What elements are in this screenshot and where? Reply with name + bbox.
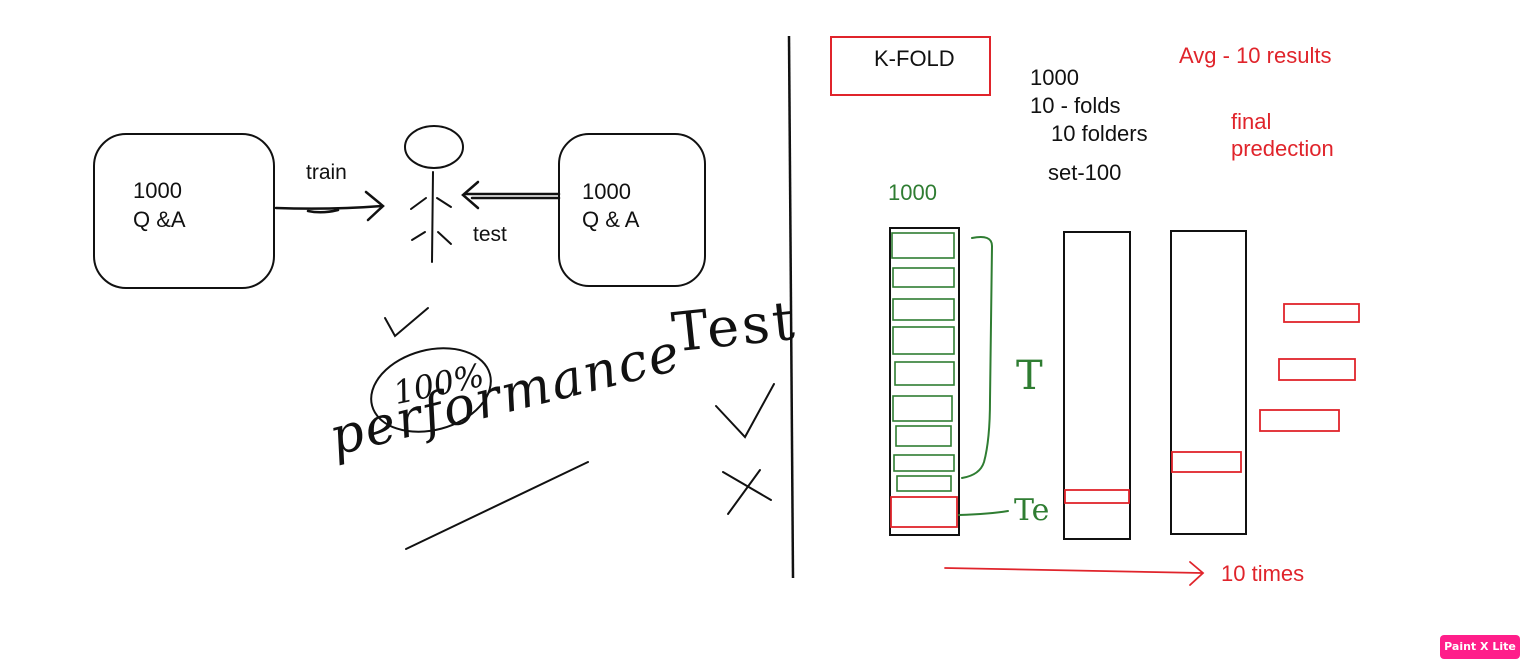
fold-column-1 [889, 227, 960, 536]
train-bracket [961, 236, 994, 479]
note-folds: 10 - folds [1030, 93, 1121, 118]
fold-segment [893, 454, 955, 472]
test-fold-segment [890, 496, 958, 528]
result-box [1259, 409, 1340, 432]
fold-segment [894, 361, 955, 386]
test-check-icon [715, 383, 775, 439]
test-word: Test [668, 288, 801, 365]
cross-mark-icon [722, 469, 772, 515]
kfold-title: K-FOLD [874, 46, 955, 71]
note-total: 1000 [1030, 65, 1079, 90]
iterations-label: 10 times [1221, 561, 1305, 586]
result-box [1283, 303, 1360, 323]
result-box [1278, 358, 1356, 381]
test-data-box [558, 133, 706, 287]
stick-figure-icon [404, 125, 464, 263]
test-label: test [473, 223, 507, 246]
test-box-label: Q & A [582, 207, 640, 232]
divider-line [787, 35, 795, 579]
kfold-title-box [830, 36, 991, 96]
note-folders: 10 folders [1051, 121, 1148, 146]
train-data-box [93, 133, 275, 289]
performance-underline [405, 461, 589, 550]
percent-circle [370, 347, 492, 433]
final-note: final [1231, 109, 1272, 134]
train-mark: T [1016, 353, 1043, 399]
test-fold-segment [1064, 489, 1130, 504]
fold-segment [892, 298, 955, 321]
train-box-label: Q &A [133, 207, 186, 232]
arrow-right-icon [944, 561, 1205, 586]
test-mark: Te [1014, 493, 1050, 528]
fold-column-3 [1170, 230, 1247, 535]
fold-segment [892, 395, 953, 422]
test-arrow [461, 180, 561, 210]
fold-segment [891, 232, 955, 259]
avg-results-note: Avg - 10 results [1179, 43, 1332, 68]
fold-segment [892, 267, 955, 288]
check-mark-icon [384, 307, 429, 338]
result-boxes [1259, 303, 1360, 432]
fold-segment [896, 475, 952, 492]
prediction-note: predection [1231, 136, 1334, 161]
train-label: train [306, 161, 347, 184]
fold-segment [892, 326, 955, 355]
train-box-count: 1000 [133, 178, 182, 203]
column-count-label: 1000 [888, 180, 937, 205]
test-pointer-line [958, 510, 1009, 516]
train-arrow [274, 190, 385, 222]
fold-segments [891, 232, 955, 492]
note-set: set-100 [1048, 160, 1122, 185]
test-box-count: 1000 [582, 179, 631, 204]
test-fold-segment [1171, 451, 1242, 473]
fold-segment [895, 425, 952, 447]
app-watermark-badge: Paint X Lite [1440, 635, 1520, 659]
fold-column-2 [1063, 231, 1131, 540]
